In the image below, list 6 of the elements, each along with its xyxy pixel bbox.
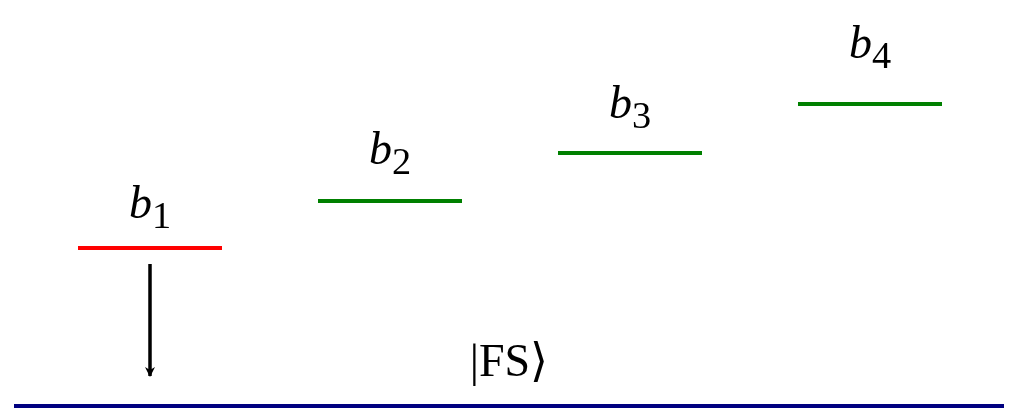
level-label: b$_{3}$ <box>608 78 652 139</box>
level-label: b$_{1}$ <box>128 178 172 239</box>
arrow <box>145 264 155 377</box>
level-label: b$_{4}$ <box>848 18 892 79</box>
state-label: |FS⟩ <box>469 336 549 386</box>
level-label: b$_{2}$ <box>368 124 412 185</box>
